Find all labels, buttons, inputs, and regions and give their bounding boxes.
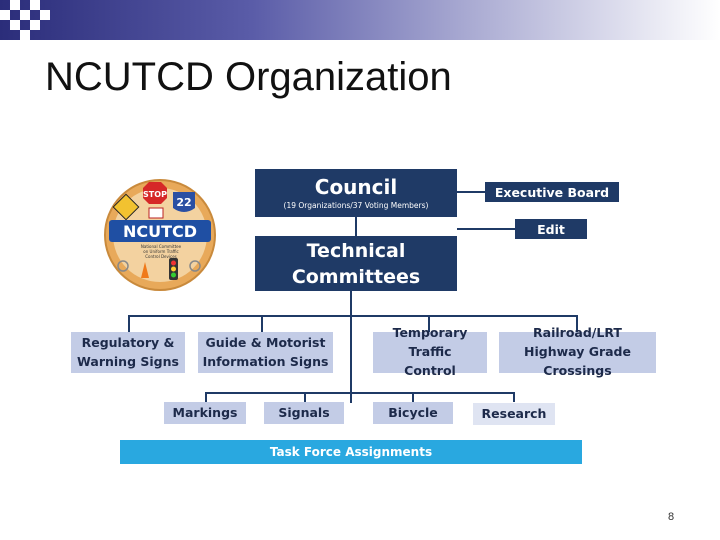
council-box: Council (19 Organizations/37 Voting Memb… [255, 169, 457, 217]
executive-board-box: Executive Board [485, 182, 619, 202]
railroad-crossing-icon [112, 193, 140, 221]
committee-box-railroad-lrt: Railroad/LRT Highway Grade Crossings [499, 325, 656, 378]
route-shield-text: 22 [176, 196, 191, 209]
traffic-cone-icon [141, 262, 149, 278]
committee-box-markings: Markings [164, 402, 246, 424]
edit-box: Edit [515, 219, 587, 239]
committee-box-research: Research [473, 403, 555, 425]
committee-label: Railroad/LRT Highway Grade Crossings [524, 325, 631, 378]
route-shield-icon [173, 192, 195, 212]
committee-box-regulatory-warning: Regulatory & Warning Signs [71, 332, 185, 373]
header-checker-pattern [0, 0, 60, 44]
ncutcd-logo: STOP 22 NCUTCD National Committee on Uni… [104, 179, 216, 291]
edit-label: Edit [537, 221, 565, 237]
connector-row1-drop-1 [128, 315, 130, 332]
stop-sign-icon [143, 182, 167, 204]
page-number: 8 [668, 511, 675, 523]
connector-council-tc [355, 217, 357, 236]
flag-icon [148, 207, 164, 219]
committee-box-bicycle: Bicycle [373, 402, 453, 424]
committee-label: Guide & Motorist Information Signs [202, 334, 329, 369]
connector-row1-drop-4 [576, 315, 578, 332]
technical-committees-box: Technical Committees [255, 236, 457, 291]
council-sublabel: (19 Organizations/37 Voting Members) [283, 201, 429, 210]
committee-label: Markings [172, 404, 238, 420]
committee-label: Research [481, 405, 547, 421]
council-label: Council [314, 175, 398, 199]
connector-council-exec [457, 191, 485, 193]
slide-title: NCUTCD Organization [45, 55, 452, 99]
connector-row2-bus [205, 392, 515, 394]
task-force-bar: Task Force Assignments [120, 440, 582, 464]
connector-council-edit [457, 228, 515, 230]
pedestrian-icon [117, 260, 129, 272]
stop-sign-text: STOP [143, 190, 167, 199]
committee-label: Regulatory & Warning Signs [77, 334, 179, 369]
connector-row2-drop-3 [412, 392, 414, 402]
connector-trunk [350, 291, 352, 403]
committee-label: Temporary Traffic Control [392, 325, 468, 378]
connector-row2-drop-2 [304, 392, 306, 402]
committee-label: Bicycle [388, 404, 438, 420]
connector-row1-drop-3 [428, 315, 430, 332]
committee-label: Signals [278, 404, 330, 420]
committee-box-guide-motorist: Guide & Motorist Information Signs [198, 332, 333, 373]
technical-committees-label: Technical Committees [291, 239, 421, 288]
connector-row2-drop-1 [205, 392, 207, 402]
header-band [0, 0, 720, 40]
logo-subtitle: National Committee on Uniform Traffic Co… [140, 244, 182, 259]
task-force-label: Task Force Assignments [269, 445, 433, 459]
committee-box-signals: Signals [264, 402, 344, 424]
executive-board-label: Executive Board [494, 184, 610, 200]
connector-row1-bus [128, 315, 578, 317]
committee-box-temporary-traffic: Temporary Traffic Control [373, 325, 487, 378]
connector-row1-drop-2 [261, 315, 263, 332]
bicycle-icon [189, 260, 201, 272]
logo-wordmark: NCUTCD [123, 222, 197, 241]
connector-row2-drop-4 [513, 392, 515, 402]
